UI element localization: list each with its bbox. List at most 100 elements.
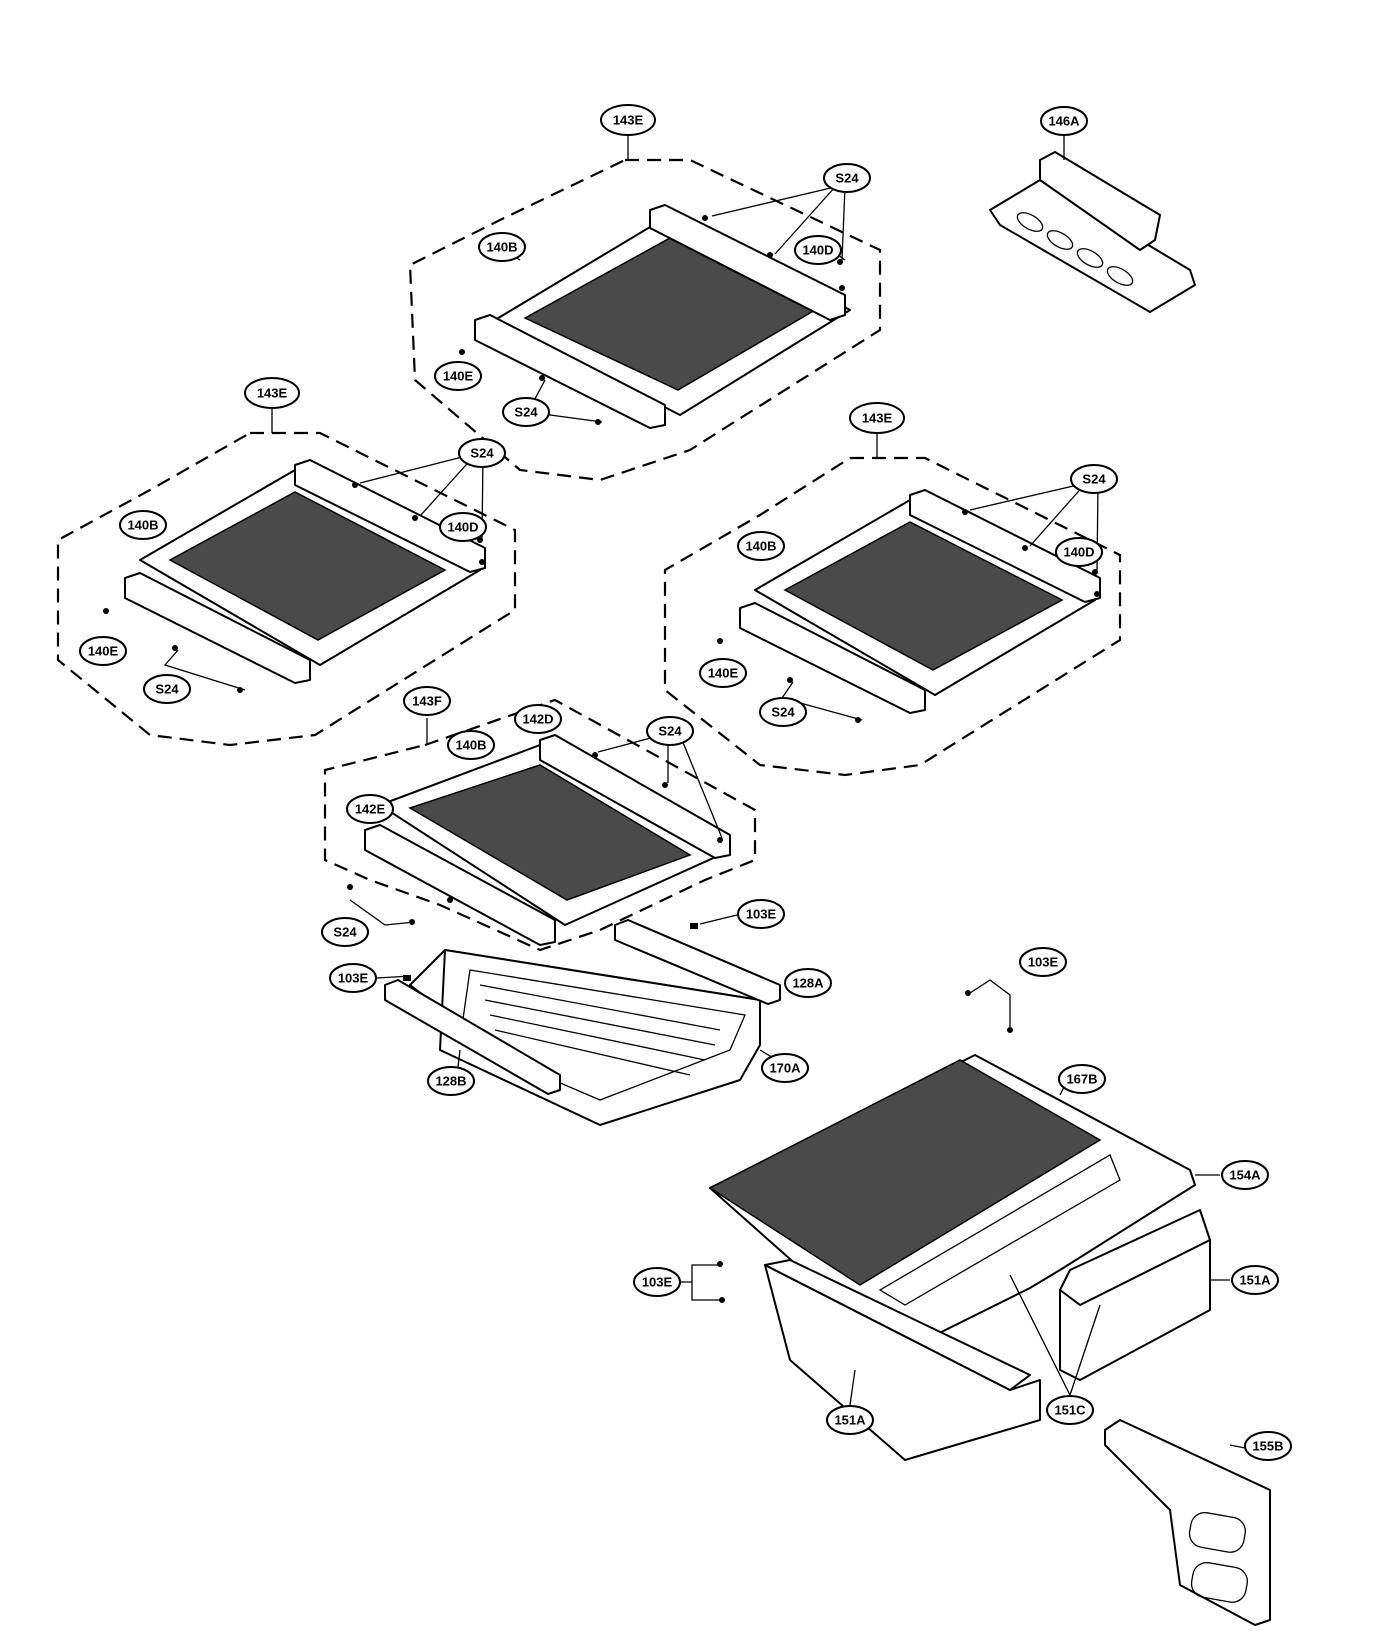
svg-text:143E: 143E bbox=[257, 386, 288, 401]
label-103E-a: 103E bbox=[737, 899, 785, 929]
svg-text:128A: 128A bbox=[792, 976, 824, 991]
label-S24-a2: S24 bbox=[502, 397, 550, 427]
label-170A: 170A bbox=[761, 1053, 809, 1083]
part-151A-bin-left bbox=[764, 1259, 1041, 1461]
label-140B-c: 140B bbox=[737, 531, 785, 561]
label-155B: 155B bbox=[1244, 1431, 1292, 1461]
svg-text:103E: 103E bbox=[642, 1275, 673, 1290]
label-143E-top: 143E bbox=[600, 104, 656, 136]
svg-text:103E: 103E bbox=[338, 971, 369, 986]
label-154A: 154A bbox=[1221, 1160, 1269, 1190]
svg-text:151A: 151A bbox=[1239, 1273, 1271, 1288]
assembly-outline-right bbox=[663, 456, 1122, 777]
svg-text:103E: 103E bbox=[746, 907, 777, 922]
part-170A-crisper-drawer bbox=[409, 949, 761, 1126]
svg-text:140D: 140D bbox=[802, 243, 833, 258]
label-S24-b2: S24 bbox=[143, 674, 191, 704]
svg-text:155B: 155B bbox=[1252, 1439, 1283, 1454]
label-143E-right: 143E bbox=[849, 402, 905, 434]
svg-text:S24: S24 bbox=[514, 405, 538, 420]
label-167B: 167B bbox=[1058, 1064, 1106, 1094]
label-140B-d: 140B bbox=[447, 730, 495, 760]
label-142E: 142E bbox=[346, 794, 394, 824]
svg-text:140B: 140B bbox=[486, 240, 517, 255]
svg-text:151A: 151A bbox=[834, 1413, 866, 1428]
svg-text:142E: 142E bbox=[355, 802, 386, 817]
label-151A-left: 151A bbox=[826, 1405, 874, 1435]
shelf-rail-left-top bbox=[474, 314, 666, 429]
svg-text:S24: S24 bbox=[771, 705, 795, 720]
label-143F: 143F bbox=[403, 686, 451, 716]
label-S24-d2: S24 bbox=[321, 917, 369, 947]
label-143E-left: 143E bbox=[244, 377, 300, 409]
shelf-glass-left bbox=[168, 491, 447, 641]
label-140D-b: 140D bbox=[439, 512, 487, 542]
screws-103E-bins bbox=[717, 990, 1013, 1303]
label-140B-b: 140B bbox=[119, 510, 167, 540]
svg-text:146A: 146A bbox=[1048, 114, 1080, 129]
svg-text:142D: 142D bbox=[522, 712, 553, 727]
svg-text:S24: S24 bbox=[155, 682, 179, 697]
svg-text:S24: S24 bbox=[333, 925, 357, 940]
svg-text:170A: 170A bbox=[769, 1061, 801, 1076]
svg-text:S24: S24 bbox=[658, 724, 682, 739]
label-128A: 128A bbox=[784, 968, 832, 998]
screws-103E-crisper bbox=[403, 923, 698, 981]
label-140E-c: 140E bbox=[699, 658, 747, 688]
svg-text:128B: 128B bbox=[435, 1074, 466, 1089]
shelf-assembly-left bbox=[56, 408, 517, 747]
shelf-assembly-top bbox=[408, 135, 882, 482]
label-140E-b: 140E bbox=[79, 636, 127, 666]
label-S24-b1: S24 bbox=[458, 438, 506, 468]
assembly-outline-crisper bbox=[323, 698, 757, 952]
label-S24-a1: S24 bbox=[823, 163, 871, 193]
shelf-glass-crisper bbox=[408, 764, 692, 901]
svg-text:S24: S24 bbox=[1082, 472, 1106, 487]
part-151A-bin-right bbox=[1059, 1209, 1211, 1381]
shelf-glass-right bbox=[783, 521, 1064, 671]
svg-text:143E: 143E bbox=[862, 411, 893, 426]
svg-text:167B: 167B bbox=[1066, 1072, 1097, 1087]
shelf-assembly-right bbox=[663, 432, 1122, 777]
label-140D-c: 140D bbox=[1055, 537, 1103, 567]
label-103E-b: 103E bbox=[329, 963, 377, 993]
label-151A-right: 151A bbox=[1231, 1265, 1279, 1295]
svg-text:151C: 151C bbox=[1054, 1403, 1086, 1418]
assembly-outline-left bbox=[56, 431, 517, 747]
svg-text:140E: 140E bbox=[708, 666, 739, 681]
svg-text:103E: 103E bbox=[1028, 955, 1059, 970]
svg-text:154A: 154A bbox=[1229, 1168, 1261, 1183]
part-128B-rail bbox=[384, 979, 561, 1095]
svg-text:140E: 140E bbox=[88, 644, 119, 659]
label-S24-c2: S24 bbox=[759, 697, 807, 727]
svg-text:140B: 140B bbox=[127, 518, 158, 533]
label-151C: 151C bbox=[1046, 1395, 1094, 1425]
label-140D-a: 140D bbox=[794, 235, 842, 265]
shelf-assembly-crisper bbox=[323, 698, 757, 952]
label-146A: 146A bbox=[1040, 106, 1088, 136]
label-140B-a: 140B bbox=[478, 232, 526, 262]
label-103E-c: 103E bbox=[1019, 947, 1067, 977]
svg-text:140B: 140B bbox=[455, 738, 486, 753]
svg-text:140D: 140D bbox=[1063, 545, 1094, 560]
part-146A-bracket bbox=[989, 136, 1196, 313]
svg-text:143F: 143F bbox=[412, 694, 442, 709]
svg-text:140E: 140E bbox=[443, 369, 474, 384]
label-142D: 142D bbox=[514, 704, 562, 734]
shelf-rail-right-top bbox=[649, 204, 846, 321]
svg-text:S24: S24 bbox=[835, 171, 859, 186]
label-S24-d1: S24 bbox=[646, 716, 694, 746]
part-155B-divider bbox=[1104, 1419, 1271, 1626]
svg-text:140D: 140D bbox=[447, 520, 478, 535]
part-labels: 143E 146A S24 140B 140D 140E S24 143E S2… bbox=[79, 104, 1292, 1461]
label-103E-d: 103E bbox=[633, 1267, 681, 1297]
svg-text:S24: S24 bbox=[470, 446, 494, 461]
assembly-outline-top bbox=[408, 158, 882, 482]
svg-text:143E: 143E bbox=[613, 113, 644, 128]
svg-text:140B: 140B bbox=[745, 539, 776, 554]
label-S24-c1: S24 bbox=[1070, 464, 1118, 494]
part-128A-rail bbox=[614, 919, 781, 1005]
label-140E-a: 140E bbox=[434, 361, 482, 391]
label-128B: 128B bbox=[427, 1066, 475, 1096]
